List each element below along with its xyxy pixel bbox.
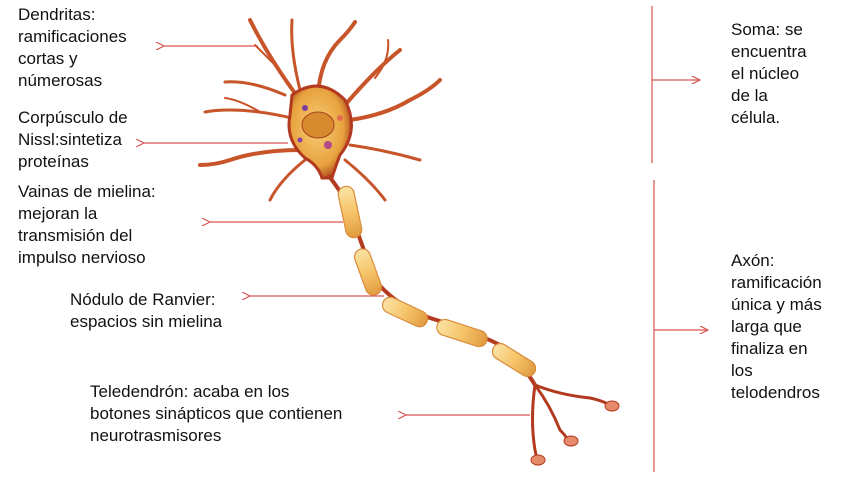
synaptic-button [530,454,546,466]
synaptic-button [563,435,579,447]
myelin-sheath [436,318,488,348]
myelin-sheath [491,342,537,378]
label-nissl: Corpúsculo de Nissl:sintetiza proteínas [18,108,128,171]
nucleus [301,111,335,139]
nissl-body [302,105,308,111]
label-mielina: Vainas de mielina: mejoran la transmisió… [18,182,156,267]
dendrites [198,18,442,202]
myelin-sheath [353,248,383,296]
myelin-sheath [381,296,429,328]
synaptic-buttons [530,400,620,466]
myelin-sheaths [337,185,537,378]
synaptic-button [604,400,620,412]
label-teledendron: Teledendrón: acaba en los botones sinápt… [90,382,343,445]
nissl-body [324,141,332,149]
label-axon: Axón: ramificación única y más larga que… [731,251,822,402]
telodendron [531,383,610,460]
label-dendritas: Dendritas: ramificaciones cortas y númer… [18,5,127,90]
label-arrows [144,46,530,415]
myelin-sheath [337,185,363,239]
nissl-body [297,137,303,143]
soma [287,84,353,180]
nissl-body [337,115,343,121]
label-ranvier: Nódulo de Ranvier: espacios sin mielina [70,290,223,331]
label-soma: Soma: se encuentra el núcleo de la célul… [731,20,807,127]
right-brackets [651,6,708,472]
